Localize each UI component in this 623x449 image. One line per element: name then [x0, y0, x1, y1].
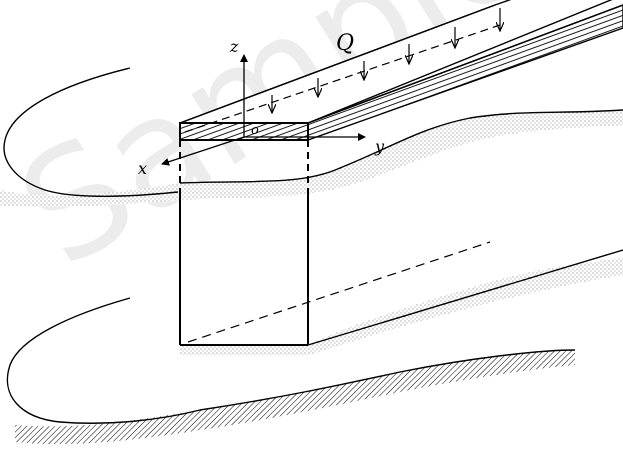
distributed-load-arrows [272, 8, 500, 113]
foundation-right-bottom-edge [307, 249, 623, 346]
lower-ground-hatch [15, 350, 575, 445]
foundation-bottom-hidden [187, 241, 491, 343]
x-axis-label: x [138, 159, 147, 178]
foundation-base-soil [180, 258, 623, 355]
y-axis-label: y [374, 137, 385, 156]
beam-top-edge-back [307, 4, 623, 124]
load-line [184, 24, 501, 133]
beam-top-edge-front [179, 4, 496, 124]
origin-label: o [251, 123, 259, 138]
load-label: Q [336, 31, 354, 56]
ground-outline-left-lobe [3, 67, 179, 197]
ground-outline-top [179, 109, 623, 184]
x-axis [161, 136, 245, 166]
z-axis-label: z [229, 37, 239, 56]
ground-surface-band [0, 110, 623, 208]
lower-ground-outline [6, 297, 576, 424]
